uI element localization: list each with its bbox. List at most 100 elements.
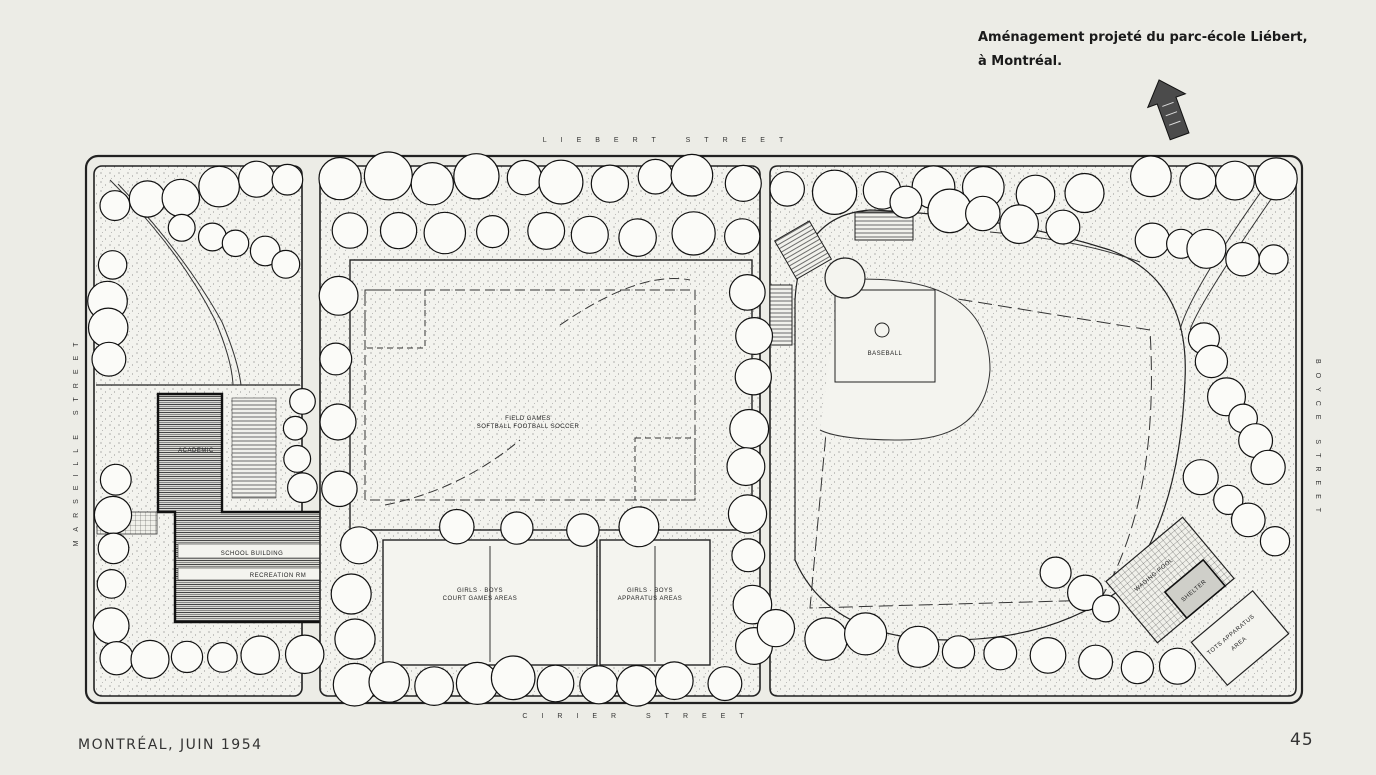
- tree-canopy: [318, 275, 359, 316]
- tree-canopy: [964, 195, 1001, 232]
- tree-canopy: [1179, 162, 1217, 200]
- tree-canopy: [334, 618, 376, 660]
- tree-canopy: [637, 158, 674, 195]
- tree-canopy: [1213, 484, 1244, 516]
- tree-canopy: [724, 164, 762, 202]
- baseball-label: BASEBALL: [868, 351, 903, 357]
- tree-canopy: [161, 178, 201, 218]
- tree-canopy: [1029, 637, 1067, 674]
- tree-canopy: [1250, 449, 1286, 486]
- tree-canopy: [731, 538, 766, 573]
- tree-canopy: [618, 506, 660, 548]
- court-games-girls-boys-label: GIRLS · BOYS: [457, 588, 503, 594]
- court-games-label: COURT GAMES AREAS: [443, 596, 518, 602]
- field-games-label: FIELD GAMES: [505, 416, 551, 422]
- tree-canopy: [670, 153, 714, 197]
- tree-canopy: [724, 218, 761, 255]
- tree-canopy: [96, 569, 127, 599]
- tree-canopy: [1259, 526, 1291, 557]
- tree-canopy: [570, 215, 609, 254]
- tree-canopy: [671, 211, 716, 256]
- tree-canopy: [618, 218, 657, 257]
- tree-canopy: [476, 215, 510, 249]
- tree-canopy: [941, 635, 976, 669]
- tree-canopy: [423, 211, 467, 255]
- tree-canopy: [197, 222, 227, 252]
- tree-canopy: [1078, 644, 1114, 680]
- tree-canopy: [1064, 172, 1105, 214]
- tree-canopy: [538, 159, 584, 205]
- tree-canopy: [318, 156, 362, 201]
- tree-canopy: [221, 229, 250, 258]
- tree-canopy: [727, 494, 768, 534]
- tree-canopy: [735, 317, 774, 356]
- west-street-label: MARSEILLE STREET: [73, 334, 80, 547]
- tree-canopy: [167, 213, 196, 242]
- tree-canopy: [363, 151, 413, 201]
- tree-canopy: [490, 655, 536, 701]
- school-building-label: SCHOOL BUILDING: [221, 551, 284, 557]
- academic-label: ACADEMIC: [178, 448, 214, 454]
- tree-canopy: [999, 204, 1039, 245]
- tree-canopy: [616, 664, 658, 707]
- tree-canopy: [198, 165, 241, 208]
- caption-line-1: Aménagement projeté du parc-école Liéber…: [978, 30, 1308, 45]
- tree-canopy: [453, 153, 500, 200]
- tree-canopy: [321, 470, 358, 508]
- tree-canopy: [1186, 228, 1227, 269]
- north-arrow-icon: [1146, 79, 1190, 141]
- tree-canopy: [927, 188, 973, 234]
- field-games-sports-label: SOFTBALL FOOTBALL SOCCER: [477, 424, 580, 430]
- north-street-label: LIEBERT STREET: [543, 137, 797, 144]
- tree-canopy: [566, 513, 600, 547]
- court-games-areas: GIRLS · BOYS COURT GAMES AREAS: [382, 539, 598, 666]
- tree-canopy: [1045, 209, 1081, 245]
- tree-canopy: [170, 640, 204, 674]
- tree-canopy: [92, 607, 130, 645]
- tree-canopy: [500, 511, 534, 545]
- tree-canopy: [283, 444, 312, 473]
- tree-canopy: [1134, 222, 1171, 259]
- field-games-area: [349, 259, 753, 531]
- tree-canopy: [734, 358, 773, 396]
- tree-canopy: [729, 408, 770, 449]
- tree-canopy: [271, 163, 304, 196]
- tree-canopy: [1158, 647, 1197, 685]
- apparatus-areas: GIRLS · BOYS APPARATUS AREAS: [599, 539, 711, 666]
- tree-canopy: [654, 661, 694, 701]
- tree-canopy: [536, 664, 575, 703]
- tree-canopy: [99, 463, 132, 496]
- apparatus-label: APPARATUS AREAS: [618, 596, 683, 602]
- tree-canopy: [1194, 344, 1229, 379]
- tree-canopy: [414, 666, 455, 706]
- tree-canopy: [897, 625, 940, 668]
- footer-page-number: 45: [1290, 730, 1314, 750]
- tree-canopy: [811, 169, 858, 215]
- tree-canopy: [271, 249, 301, 279]
- tree-canopy: [330, 573, 372, 615]
- tree-canopy: [238, 160, 276, 198]
- tree-canopy: [983, 636, 1018, 671]
- tree-canopy: [726, 447, 766, 487]
- tree-canopy: [87, 307, 129, 349]
- tree-canopy: [707, 666, 743, 702]
- tree-canopy: [889, 185, 923, 219]
- tree-canopy: [579, 665, 619, 705]
- tree-canopy: [506, 159, 543, 196]
- tree-canopy: [331, 212, 369, 249]
- tree-canopy: [527, 211, 566, 250]
- tree-canopy: [130, 639, 170, 680]
- tree-canopy: [438, 508, 475, 545]
- trees: [87, 151, 1298, 707]
- tree-canopy: [99, 641, 134, 676]
- plan-caption: Aménagement projeté du parc-école Liéber…: [978, 26, 1358, 74]
- east-street-label: BOYCE STREET: [1314, 359, 1321, 521]
- tree-canopy: [368, 661, 411, 703]
- tree-canopy: [410, 161, 454, 206]
- tree-canopy: [128, 180, 167, 218]
- tree-canopy: [756, 608, 796, 648]
- tree-canopy: [379, 211, 418, 250]
- tree-canopy: [319, 403, 357, 441]
- caption-line-2: à Montréal.: [978, 54, 1063, 69]
